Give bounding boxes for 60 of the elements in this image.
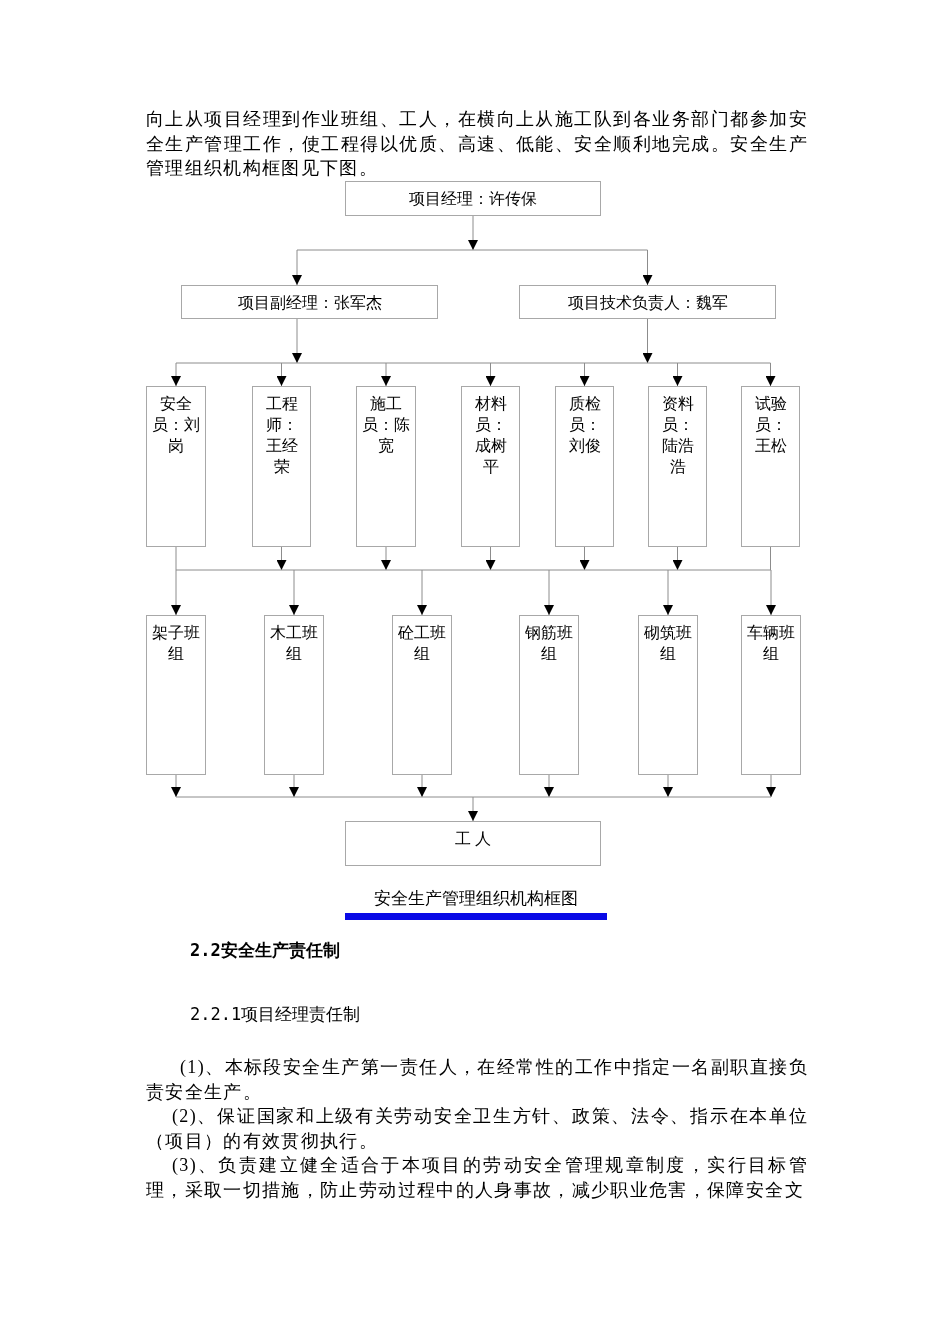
org-box: 项目经理：许传保 xyxy=(345,181,601,216)
subsection-heading: 2.2.1项目经理责任制 xyxy=(190,1003,362,1026)
body-paragraph: (2)、保证国家和上级有关劳动安全卫生方针、政策、法令、指示在本单位（项目）的有效贯彻执行。 xyxy=(146,1105,808,1153)
arrow xyxy=(642,318,653,364)
arrow xyxy=(663,569,673,616)
arrow xyxy=(485,546,496,571)
org-box: 资料员：陆浩浩 xyxy=(648,386,707,547)
arrow xyxy=(579,546,590,571)
org-box: 架子班组 xyxy=(146,615,206,775)
org-box: 砌筑班组 xyxy=(638,615,698,775)
connector-line xyxy=(175,546,177,571)
arrow xyxy=(544,774,554,798)
arrow xyxy=(417,774,427,798)
org-box: 工程师：王经荣 xyxy=(252,386,311,547)
connector-line xyxy=(770,546,771,571)
org-box: 项目技术负责人：魏军 xyxy=(519,285,776,319)
arrow xyxy=(766,569,776,616)
arrow xyxy=(289,774,299,798)
connector-line xyxy=(175,362,771,364)
arrow xyxy=(289,569,299,616)
connector-line xyxy=(175,569,772,571)
body-paragraph: (3)、负责建立健全适合于本项目的劳动安全管理规章制度，实行目标管理，采取一切措施，防止劳动过程中的人身事故，减少职业危害，保障安全文 xyxy=(146,1154,808,1202)
arrow xyxy=(468,796,478,822)
arrow xyxy=(381,362,391,387)
org-box: 试验员：王松 xyxy=(741,386,800,547)
arrow xyxy=(672,546,683,571)
arrow xyxy=(417,569,427,616)
figure-caption: 安全生产管理组织机构框图 xyxy=(373,889,579,909)
arrow xyxy=(171,774,181,798)
arrow xyxy=(171,569,181,616)
org-box: 工 人 xyxy=(345,821,601,866)
arrow xyxy=(766,774,776,798)
body-paragraph: 向上从项目经理到作业班组、工人，在横向上从施工队到各业务部门都参加安全生产管理工作，使工程得以优质、高速、低能、安全顺利地完成。安全生产管理组织机构框图见下图。 xyxy=(146,108,808,180)
connector-line xyxy=(296,249,648,251)
org-box: 砼工班组 xyxy=(392,615,452,775)
arrow xyxy=(276,362,287,387)
arrow xyxy=(485,362,496,387)
arrow xyxy=(468,215,478,251)
connector-line xyxy=(175,796,772,798)
org-box: 质检员：刘俊 xyxy=(555,386,614,547)
org-box: 木工班组 xyxy=(264,615,324,775)
org-box: 材料员：成树平 xyxy=(461,386,520,547)
arrow xyxy=(292,249,302,286)
arrow xyxy=(663,774,673,798)
arrow xyxy=(765,362,776,387)
arrow xyxy=(381,546,391,571)
arrow xyxy=(276,546,287,571)
org-box: 安全员：刘岗 xyxy=(146,386,206,547)
org-box: 钢筋班组 xyxy=(519,615,579,775)
arrow xyxy=(544,569,554,616)
arrow xyxy=(171,362,181,387)
org-box: 施工员：陈宽 xyxy=(356,386,416,547)
section-heading: 2.2安全生产责任制 xyxy=(190,939,341,962)
org-box: 项目副经理：张军杰 xyxy=(181,285,438,319)
body-paragraph: (1)、本标段安全生产第一责任人，在经常性的工作中指定一名副职直接负责安全生产。 xyxy=(146,1056,808,1104)
org-box: 车辆班组 xyxy=(741,615,801,775)
arrow xyxy=(672,362,683,387)
arrow xyxy=(292,318,302,364)
arrow xyxy=(642,249,653,286)
arrow xyxy=(579,362,590,387)
